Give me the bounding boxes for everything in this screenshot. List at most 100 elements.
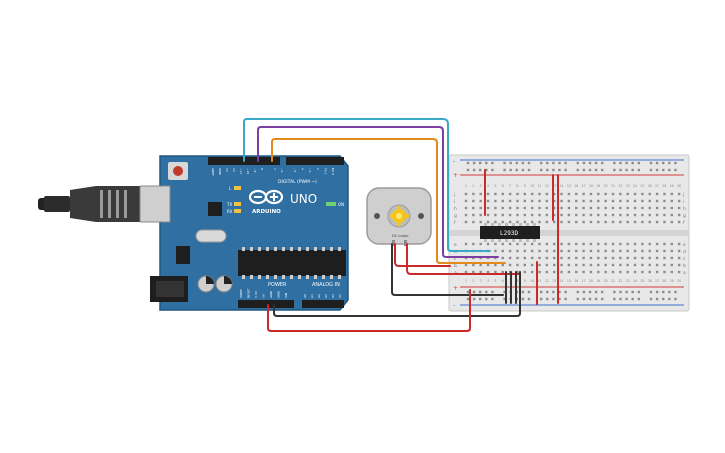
breadboard-hole[interactable] [538,263,541,267]
breadboard-hole[interactable] [486,213,490,217]
breadboard-hole[interactable] [472,199,475,203]
breadboard-hole[interactable] [464,270,468,274]
breadboard-hole[interactable] [597,263,600,267]
breadboard-hole[interactable] [545,206,549,210]
breadboard-hole[interactable] [508,192,512,196]
breadboard-hole[interactable] [633,256,637,260]
rail-hole[interactable] [485,297,488,301]
breadboard-hole[interactable] [575,220,578,224]
rail-hole[interactable] [466,161,470,165]
breadboard-hole[interactable] [516,256,519,260]
rail-hole[interactable] [655,161,659,165]
breadboard-hole[interactable] [633,199,637,203]
breadboard-hole[interactable] [604,220,607,224]
rail-hole[interactable] [576,290,579,294]
rail-hole[interactable] [540,290,543,294]
breadboard-hole[interactable] [597,220,600,224]
breadboard-hole[interactable] [472,270,475,274]
breadboard-hole[interactable] [560,242,563,246]
breadboard-hole[interactable] [604,199,607,203]
breadboard-hole[interactable] [575,249,578,253]
breadboard-hole[interactable] [553,199,556,203]
breadboard-hole[interactable] [582,256,585,260]
rail-hole[interactable] [601,290,604,294]
breadboard-hole[interactable] [538,256,541,260]
rail-hole[interactable] [588,290,592,294]
breadboard-hole[interactable] [545,199,549,203]
rail-hole[interactable] [564,290,567,294]
breadboard-hole[interactable] [589,199,593,203]
breadboard-hole[interactable] [486,270,490,274]
breadboard-hole[interactable] [597,206,600,210]
breadboard-hole[interactable] [545,242,549,246]
rail-hole[interactable] [594,297,598,301]
breadboard-hole[interactable] [472,206,475,210]
breadboard-hole[interactable] [626,270,629,274]
rail-hole[interactable] [485,161,488,165]
rail-hole[interactable] [479,290,482,294]
breadboard-hole[interactable] [670,220,673,224]
breadboard-hole[interactable] [670,206,673,210]
breadboard-hole[interactable] [663,213,666,217]
breadboard-hole[interactable] [479,192,482,196]
rail-hole[interactable] [619,297,622,301]
rail-hole[interactable] [503,168,506,172]
breadboard-hole[interactable] [516,206,519,210]
breadboard-hole[interactable] [619,220,622,224]
rail-hole[interactable] [491,168,494,172]
breadboard-hole[interactable] [523,263,526,267]
rail-hole[interactable] [668,290,671,294]
breadboard-hole[interactable] [663,220,666,224]
breadboard-hole[interactable] [553,270,556,274]
breadboard-hole[interactable] [530,192,534,196]
rail-hole[interactable] [588,161,592,165]
rail-hole[interactable] [631,168,634,172]
breadboard-hole[interactable] [633,263,637,267]
rail-hole[interactable] [649,168,653,172]
breadboard-hole[interactable] [523,192,526,196]
breadboard-hole[interactable] [633,192,637,196]
rail-hole[interactable] [564,168,567,172]
rail-hole[interactable] [546,290,549,294]
breadboard-hole[interactable] [530,256,534,260]
breadboard-hole[interactable] [626,213,629,217]
breadboard-hole[interactable] [611,220,615,224]
breadboard-hole[interactable] [611,199,615,203]
breadboard-hole[interactable] [545,256,549,260]
breadboard-hole[interactable] [553,206,556,210]
breadboard-hole[interactable] [582,213,585,217]
breadboard-hole[interactable] [648,263,651,267]
breadboard-hole[interactable] [486,242,490,246]
rail-hole[interactable] [649,290,653,294]
reset-button[interactable] [173,166,183,176]
breadboard-hole[interactable] [670,242,673,246]
breadboard-hole[interactable] [677,242,681,246]
rail-hole[interactable] [613,161,616,165]
breadboard-hole[interactable] [567,199,571,203]
rail-hole[interactable] [540,297,543,301]
breadboard-hole[interactable] [663,206,666,210]
breadboard-hole[interactable] [597,192,600,196]
rail-hole[interactable] [588,168,592,172]
breadboard-hole[interactable] [516,263,519,267]
breadboard-hole[interactable] [619,199,622,203]
breadboard-hole[interactable] [604,213,607,217]
rail-hole[interactable] [558,290,561,294]
breadboard-hole[interactable] [494,199,497,203]
breadboard-hole[interactable] [486,206,490,210]
rail-hole[interactable] [479,168,482,172]
rail-hole[interactable] [546,161,549,165]
rail-hole[interactable] [619,290,622,294]
breadboard-hole[interactable] [530,270,534,274]
breadboard-hole[interactable] [626,242,629,246]
breadboard-hole[interactable] [670,263,673,267]
breadboard-hole[interactable] [538,249,541,253]
breadboard-hole[interactable] [538,213,541,217]
breadboard-hole[interactable] [545,249,549,253]
breadboard-hole[interactable] [538,242,541,246]
breadboard-hole[interactable] [604,192,607,196]
breadboard-hole[interactable] [597,256,600,260]
breadboard-hole[interactable] [494,220,497,224]
breadboard-hole[interactable] [464,213,468,217]
breadboard-hole[interactable] [655,263,659,267]
